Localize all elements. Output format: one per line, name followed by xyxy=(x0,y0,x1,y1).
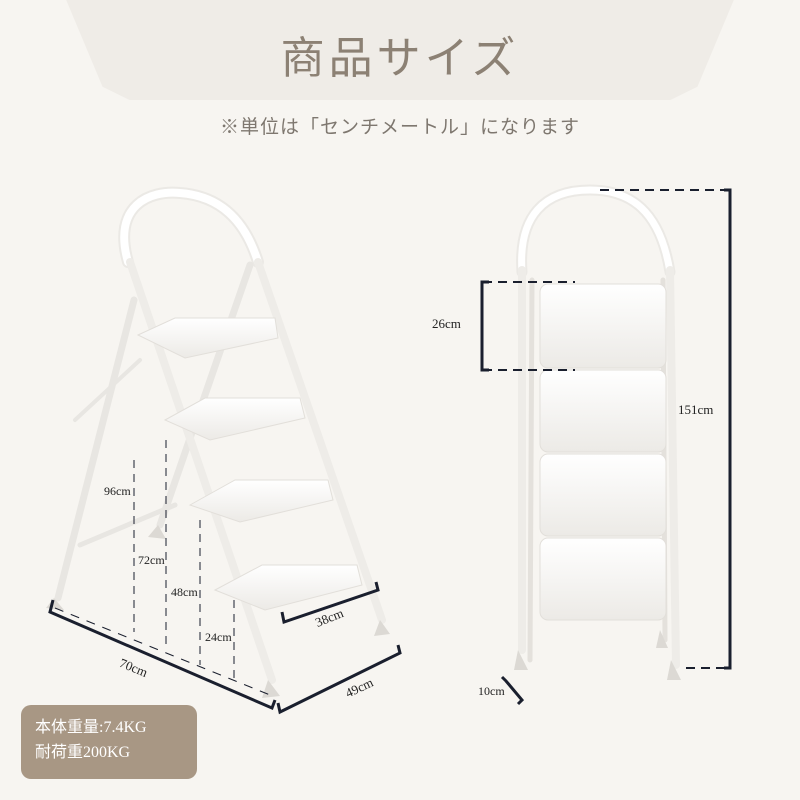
unit-note: ※単位は「センチメートル」になります xyxy=(219,116,580,138)
left-dimension-lines xyxy=(48,440,402,715)
dim-10cm: 10cm xyxy=(478,684,505,698)
dim-96cm: 96cm xyxy=(104,484,131,498)
dim-24cm: 24cm xyxy=(205,630,232,644)
folded-ladder-steps xyxy=(539,283,667,621)
right-dimension-lines xyxy=(480,188,732,706)
dim-151cm: 151cm xyxy=(678,402,714,417)
dim-72cm: 72cm xyxy=(138,553,165,567)
weight-text: 本体重量:7.4KG xyxy=(35,719,147,736)
dim-48cm: 48cm xyxy=(171,585,198,599)
load-capacity-text: 耐荷重200KG xyxy=(35,744,131,761)
open-ladder-steps xyxy=(136,317,363,611)
dim-26cm: 26cm xyxy=(432,316,461,331)
title-banner xyxy=(62,0,738,100)
spec-badge: 本体重量:7.4KG 耐荷重200KG xyxy=(21,705,197,779)
page-title: 商品サイズ xyxy=(280,33,520,84)
